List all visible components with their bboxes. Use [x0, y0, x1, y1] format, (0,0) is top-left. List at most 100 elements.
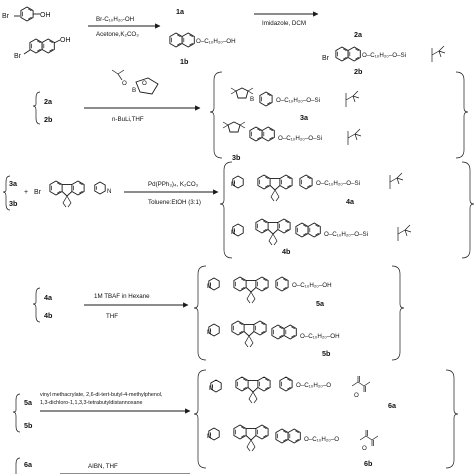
bromine-label: Br — [322, 55, 330, 62]
compound-label: 4b — [282, 247, 291, 256]
input-label: 5a — [24, 398, 33, 407]
reagent-above: Br-C₁₀H₂₀-OH — [96, 16, 134, 23]
ether-chain-label: O–C₁₀H₂₀–OH — [196, 38, 236, 45]
input-brace — [32, 91, 41, 125]
compound-label: 2b — [354, 67, 363, 76]
input-label: 2b — [44, 115, 53, 124]
svg-text:N: N — [207, 433, 211, 440]
bromonaphthol: OH Br — [14, 37, 71, 60]
product-brace-right — [391, 265, 405, 361]
reagent-line: 1,3-dichloro-1,1,3,3-tetrabutyldistannox… — [40, 400, 143, 406]
fluorene-core — [236, 377, 270, 403]
product-brace-left — [193, 265, 207, 361]
compound-label: 3a — [300, 113, 309, 122]
svg-text:N: N — [231, 181, 235, 188]
fluorene-core — [258, 175, 292, 201]
hydroxyl-label: OH — [60, 37, 71, 44]
reaction-6: 5a 5b vinyl methacrylate, 2,6-di-tert-bu… — [12, 369, 459, 469]
compound-label: 2a — [354, 30, 363, 39]
compound-label: 1a — [176, 7, 185, 16]
bromine-label: Br — [14, 53, 22, 60]
reagent-below: Toluene:EtOH (3:1) — [148, 199, 201, 206]
silyl-ether-chain-label: O–C₁₀H₂₀–O–Si — [324, 231, 368, 238]
input-brace — [32, 287, 41, 323]
fluorene-core — [232, 321, 266, 347]
reaction-2: Imidazole, DCM 2a Br O–C₁₀H₂₀–O–Si 2b — [254, 11, 446, 76]
input-label: 4a — [44, 293, 53, 302]
reaction-4: 3a 3b + Br N Pd(PPh₃)₄, K₂CO₃ Toluene:Et… — [2, 161, 474, 259]
product-brace-right — [461, 161, 474, 259]
reagent-above: AIBN, THF — [88, 463, 118, 470]
naphthalene-ring — [276, 429, 300, 443]
methacrylate-chain-label: O–C₁₀H₂₀–O — [296, 382, 331, 389]
svg-text:O: O — [362, 445, 367, 452]
methacrylate-chain-label: O–C₁₀H₂₀–O — [304, 436, 339, 443]
benzene-ring — [259, 91, 273, 107]
naphthalene-ring — [296, 223, 320, 237]
reagent-above: 1M TBAF in Hexane — [94, 293, 150, 300]
reagent-below: Imidazole, DCM — [262, 20, 306, 27]
compound-label: 1b — [180, 57, 189, 66]
svg-text:N: N — [207, 283, 211, 290]
hydroxy-chain-label: O–C₁₀H₂₀–OH — [292, 282, 332, 289]
input-label: 2a — [44, 97, 53, 106]
product-brace-left — [193, 369, 207, 469]
bromophenol: Br OH — [2, 6, 51, 22]
product-brace-left — [209, 71, 223, 159]
compound-label: 3b — [232, 153, 241, 162]
svg-text:N: N — [209, 385, 213, 392]
svg-text:O: O — [354, 392, 359, 399]
boronate-reagent: O B O — [111, 69, 159, 95]
reagent-above: Pd(PPh₃)₄, K₂CO₃ — [148, 181, 199, 188]
silyl-ether-chain-label: O–C₁₀H₂₀–O–Si — [362, 52, 406, 59]
compound-label: 6a — [388, 401, 397, 410]
product-brace-right — [445, 369, 459, 469]
naphthalene-ring — [272, 325, 296, 339]
compound-label: 5a — [316, 299, 325, 308]
reagent-below: THF — [106, 313, 118, 320]
svg-text:N: N — [207, 329, 211, 336]
svg-text:N: N — [231, 229, 235, 236]
svg-text:B: B — [132, 87, 136, 94]
svg-text:B: B — [250, 96, 254, 103]
silyl-ether-chain-label: O–C₁₀H₂₀–O–Si — [316, 180, 360, 187]
product-brace-right — [455, 71, 469, 159]
input-label: 3a — [9, 179, 18, 188]
fluorene-core — [50, 181, 84, 207]
reagent-line: vinyl methacrylate, 2,6-di-tert-butyl-4-… — [40, 392, 163, 398]
reagent-below: Acetone,K₂CO₃ — [96, 31, 139, 38]
svg-text:N: N — [107, 188, 111, 195]
bromine-label: Br — [2, 13, 10, 20]
input-brace — [2, 175, 11, 211]
compound-label: 5b — [322, 349, 331, 358]
reaction-3: 2a 2b O B O n-BuLi,THF B O–C₁₀H₂₀–O–Si 3… — [32, 69, 469, 162]
benzene-ring — [299, 174, 313, 190]
pyridine-ring — [94, 181, 106, 195]
fluorene-core — [234, 425, 268, 451]
compound-label: 6b — [364, 459, 373, 468]
svg-text:O: O — [142, 80, 147, 87]
reaction-7: 6a AIBN, THF — [15, 457, 190, 474]
plus-sign: + — [24, 189, 28, 196]
naphthalene-ring — [170, 33, 194, 47]
hydroxyl-label: OH — [40, 12, 51, 19]
input-brace — [12, 393, 21, 433]
hydroxy-chain-label: O–C₁₀H₂₀–OH — [300, 333, 340, 340]
product-brace-left — [219, 161, 233, 259]
reagent-below: n-BuLi,THF — [112, 116, 144, 123]
silyl-ether-chain-label: O–C₁₀H₂₀–O–Si — [276, 97, 320, 104]
input-label: 3b — [9, 199, 18, 208]
input-label: 6a — [24, 460, 33, 469]
fluorene-core — [234, 277, 268, 303]
svg-text:O: O — [122, 80, 127, 87]
input-label: 4b — [44, 311, 53, 320]
compound-label: 4a — [346, 197, 355, 206]
silyl-ether-chain-label: O–C₁₀H₂₀–O–Si — [278, 135, 322, 142]
benzene-ring — [279, 376, 293, 392]
naphthalene-ring — [250, 127, 274, 141]
reaction-5: 4a 4b 1M TBAF in Hexane THF N O–C₁₀H₂₀–O… — [32, 265, 405, 361]
benzene-ring — [275, 276, 289, 292]
input-brace — [15, 457, 21, 474]
naphthalene-ring — [336, 47, 360, 61]
fluorene-core — [256, 219, 290, 245]
